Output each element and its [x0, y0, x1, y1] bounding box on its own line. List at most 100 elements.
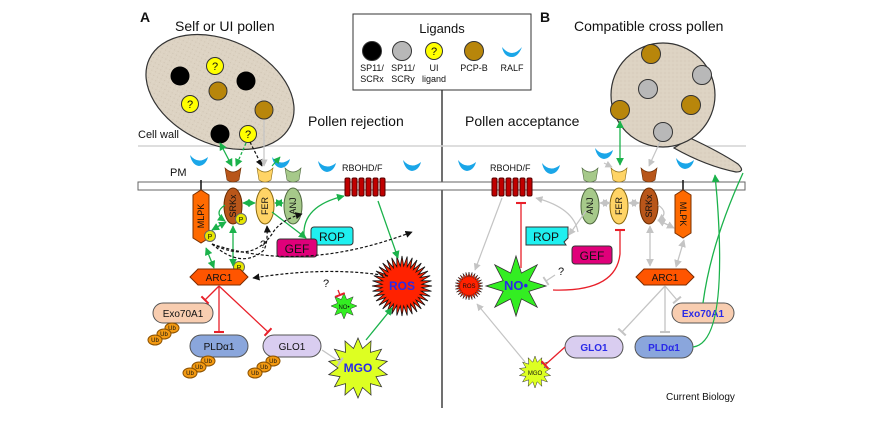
ros-burst-a: ROS: [371, 255, 433, 317]
cell-wall-label: Cell wall: [138, 129, 179, 141]
svg-text:Ub: Ub: [160, 332, 168, 338]
legend-item-pcp-b: PCP-B: [460, 41, 488, 73]
journal-credit: Current Biology: [666, 392, 735, 403]
svg-text:Exo70A1: Exo70A1: [163, 309, 204, 320]
mgo-burst-a: MGO: [327, 336, 389, 400]
svg-text:ANJ: ANJ: [288, 197, 298, 214]
legend-label: SP11/: [360, 63, 384, 73]
glo1-a: GLO1: [262, 334, 322, 358]
legend-item-sp11-scrx: SP11/ SCRx: [360, 41, 384, 84]
svg-text:MLPK: MLPK: [678, 202, 688, 227]
rop-b: ROP: [525, 226, 569, 246]
svg-text:FER: FER: [614, 196, 624, 215]
svg-text:Ub: Ub: [251, 371, 259, 377]
svg-text:GLO1: GLO1: [279, 342, 306, 353]
svg-text:RBOHD/F: RBOHD/F: [342, 163, 383, 173]
fer-receptor-b: FER: [609, 167, 629, 225]
legend-label: UI: [430, 63, 439, 73]
arrows-panel-a: [200, 120, 413, 367]
panel-a-title: Self or UI pollen: [175, 18, 275, 34]
rop-a: ROP: [310, 226, 354, 246]
mlpk-b: MLPK: [674, 180, 692, 239]
svg-text:?: ?: [212, 61, 218, 73]
svg-text:ANJ: ANJ: [585, 197, 595, 214]
no-star-b: NO•: [484, 254, 548, 318]
svg-text:GEF: GEF: [285, 242, 310, 256]
question-icon: ?: [431, 46, 437, 58]
compatible-pollen-grain: [610, 42, 743, 173]
legend-label: ligand: [422, 74, 446, 84]
svg-text:Ub: Ub: [168, 326, 176, 332]
arc1-b: ARC1: [635, 268, 695, 286]
svg-text:?: ?: [245, 129, 251, 141]
legend-label: PCP-B: [460, 63, 488, 73]
pld-alpha1-b: PLDα1: [634, 335, 694, 359]
rbohd-f-a: RBOHD/F: [342, 163, 386, 197]
svg-text:Ub: Ub: [260, 365, 268, 371]
ralf-crescent-icon: [502, 47, 522, 57]
panel-b-letter: B: [540, 9, 550, 25]
plasma-membrane: [137, 181, 746, 191]
svg-text:SRKx: SRKx: [644, 194, 654, 218]
svg-text:ROP: ROP: [319, 230, 345, 244]
svg-text:NO•: NO•: [338, 305, 349, 311]
svg-text:ROS: ROS: [462, 284, 475, 290]
svg-text:PLDα1: PLDα1: [204, 342, 235, 353]
legend-item-ralf: RALF: [500, 47, 524, 73]
svg-text:Ub: Ub: [195, 365, 203, 371]
panel-a-letter: A: [140, 9, 150, 25]
ralf-ligands-a: [190, 155, 421, 172]
ui-ligand-icon: ?: [181, 95, 199, 113]
legend-label: SP11/: [391, 63, 415, 73]
svg-text:Ub: Ub: [151, 338, 159, 344]
ubiquitin-chains-a: Ub Ub Ub Ub Ub Ub Ub Ub Ub: [147, 322, 281, 379]
svg-text:PLDα1: PLDα1: [648, 343, 680, 354]
svg-text:MGO: MGO: [528, 371, 543, 377]
legend-label: RALF: [500, 63, 524, 73]
svg-text:SRKx: SRKx: [228, 194, 238, 218]
legend-item-ui-ligand: ? UI ligand: [422, 42, 446, 84]
pm-label: PM: [170, 167, 187, 179]
svg-text:ARC1: ARC1: [652, 273, 679, 284]
question-mark: ?: [558, 266, 564, 278]
svg-text:Exo70A1: Exo70A1: [682, 309, 725, 320]
svg-text:?: ?: [187, 99, 193, 111]
question-mark: ?: [260, 239, 266, 251]
legend-label: SCRy: [391, 74, 415, 84]
svg-text:GEF: GEF: [580, 249, 605, 263]
svg-text:P: P: [208, 234, 213, 241]
panel-a-outcome: Pollen rejection: [308, 113, 404, 129]
svg-text:MGO: MGO: [344, 361, 373, 375]
exo70a1-a: Exo70A1: [152, 302, 214, 324]
anj-receptor-b: ANJ: [580, 167, 600, 225]
svg-text:RBOHD/F: RBOHD/F: [490, 163, 531, 173]
svg-text:GLO1: GLO1: [580, 343, 608, 354]
svg-text:ARC1: ARC1: [206, 273, 233, 284]
self-pollen-grain: ? ? ?: [145, 33, 295, 151]
legend-title: Ligands: [419, 21, 465, 36]
ui-ligand-icon: ?: [239, 125, 257, 143]
svg-text:Ub: Ub: [186, 371, 194, 377]
exo70a1-b: Exo70A1: [671, 302, 735, 324]
panel-b-title: Compatible cross pollen: [574, 18, 723, 34]
anj-receptor-a: ANJ: [283, 167, 303, 225]
ros-burst-b: ROS: [454, 271, 484, 301]
fer-receptor-a: FER: [255, 167, 275, 225]
srk-receptor-b: SRKx: [639, 167, 659, 225]
arrows-panel-b: [473, 120, 744, 370]
gef-a: GEF: [276, 238, 318, 258]
svg-text:Ub: Ub: [204, 359, 212, 365]
pld-alpha1-a: PLDα1: [189, 334, 249, 358]
question-mark: ?: [323, 278, 329, 290]
svg-text:FER: FER: [260, 196, 270, 215]
ui-ligand-icon: ?: [206, 57, 224, 75]
svg-text:ROS: ROS: [389, 279, 415, 293]
svg-text:NO•: NO•: [504, 278, 529, 293]
svg-text:P: P: [239, 217, 244, 224]
no-star-a: NO•: [330, 292, 358, 320]
ligand-legend: Ligands SP11/ SCRx SP11/ SCRy ? UI ligan…: [352, 13, 532, 91]
svg-text:Ub: Ub: [269, 359, 277, 365]
svg-text:ROP: ROP: [533, 230, 559, 244]
panel-b-outcome: Pollen acceptance: [465, 113, 580, 129]
